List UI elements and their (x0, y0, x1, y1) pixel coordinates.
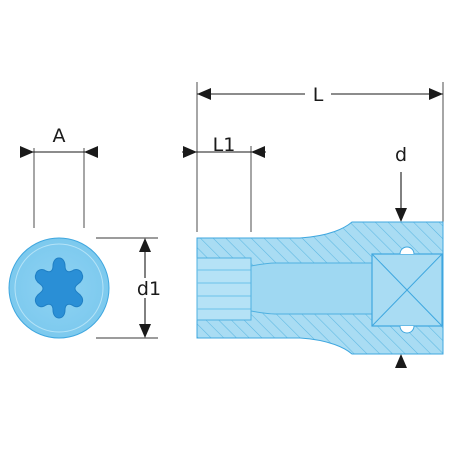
detent-notch-top (399, 246, 415, 255)
side-section-view: L L1 d (182, 82, 444, 368)
dim-d1-arrow-bottom (139, 324, 151, 338)
dim-A-label: A (53, 125, 66, 147)
torx-bore (196, 257, 252, 321)
dim-L-arrow-left (197, 88, 211, 100)
dim-d-arrow-bottom (395, 354, 407, 368)
dim-d1-label: d1 (137, 278, 161, 300)
dim-L-label: L (313, 84, 324, 106)
end-view: A d1 (8, 125, 164, 339)
torx-star-icon (34, 257, 84, 319)
dim-L-arrow-right (429, 88, 443, 100)
dim-L1-label: L1 (213, 134, 236, 156)
dim-d-label: d (395, 144, 407, 166)
detent-notch-bottom (399, 325, 415, 334)
square-drive-diag-2 (371, 253, 443, 327)
dim-L1-arrow-right (251, 146, 265, 158)
dim-A-arrow-right (84, 146, 98, 158)
dim-A-arrow-left (20, 146, 34, 158)
internal-cavity (250, 262, 373, 315)
socket-end-inner-ring (14, 243, 104, 333)
dim-d1-arrow-top (139, 238, 151, 252)
dim-L1-arrow-left (183, 146, 197, 158)
dim-d-arrow-top (395, 208, 407, 222)
